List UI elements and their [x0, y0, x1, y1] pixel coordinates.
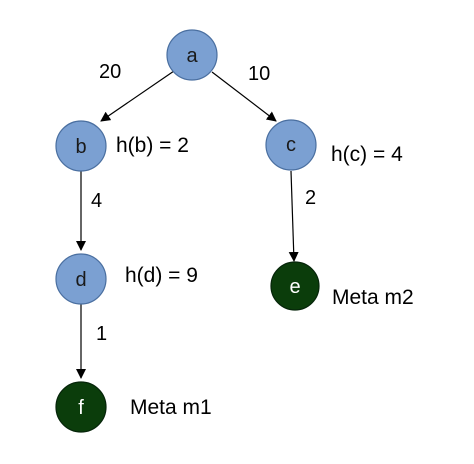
edge-c-e — [288, 170, 299, 262]
goal-f-label: Meta m1 — [130, 396, 212, 419]
node-d: d — [55, 253, 107, 305]
edge-a-c — [211, 71, 277, 122]
edge-labels: 20 10 4 2 1 — [91, 61, 316, 345]
edge-cost-d-f: 1 — [96, 323, 107, 345]
node-label-a: a — [186, 45, 198, 67]
annotations: h(b) = 2 h(c) = 4 h(d) = 9 Meta m2 Meta … — [116, 134, 414, 419]
edge-cost-a-c: 10 — [248, 63, 270, 85]
edge-cost-a-b: 20 — [99, 61, 121, 83]
node-f: f — [55, 381, 107, 433]
node-c: c — [265, 119, 317, 171]
node-label-c: c — [286, 134, 296, 156]
node-e: e — [270, 261, 320, 311]
node-label-b: b — [75, 136, 86, 158]
node-label-d: d — [75, 269, 86, 291]
node-b: b — [55, 120, 107, 172]
node-a: a — [166, 29, 218, 81]
edge-cost-b-d: 4 — [91, 190, 102, 212]
heuristic-b-label: h(b) = 2 — [116, 134, 189, 157]
goal-e-label: Meta m2 — [332, 286, 414, 309]
node-label-e: e — [289, 276, 300, 298]
heuristic-d-label: h(d) = 9 — [125, 264, 198, 287]
node-label-f: f — [78, 397, 84, 419]
edge-a-b — [100, 70, 175, 122]
edges — [76, 70, 299, 379]
heuristic-c-label: h(c) = 4 — [331, 143, 403, 166]
edge-cost-c-e: 2 — [305, 187, 316, 209]
